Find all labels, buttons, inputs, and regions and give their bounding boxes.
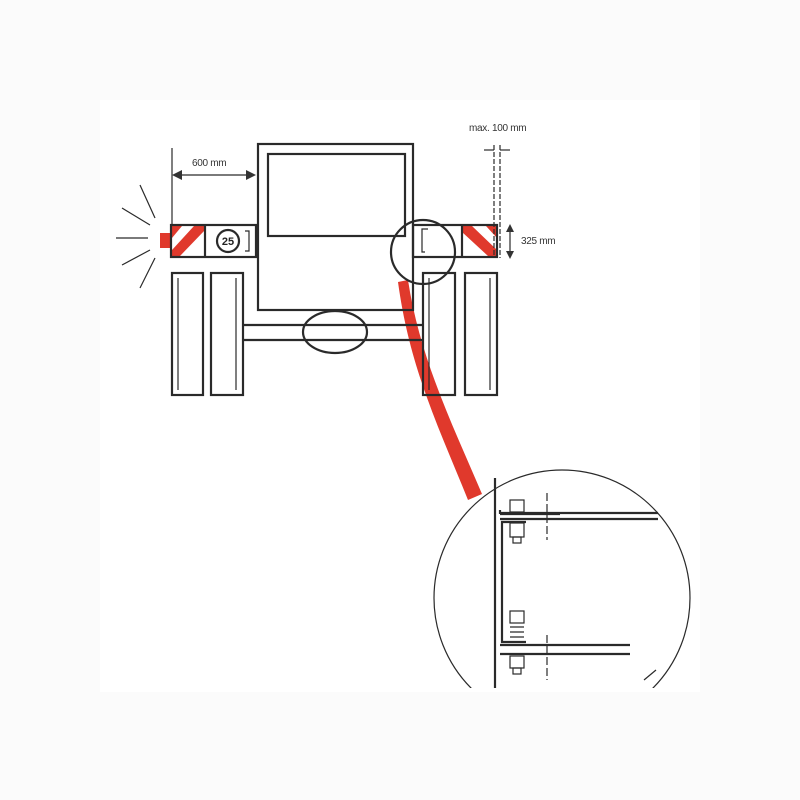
callout-band	[398, 280, 482, 500]
axle	[243, 309, 423, 355]
height-dimension: 325 mm	[506, 224, 556, 259]
wheels	[170, 271, 499, 397]
speed-sign-text: 25	[222, 236, 234, 248]
width-dimension: 600 mm	[171, 148, 256, 225]
left-warning-bar: 25	[169, 223, 258, 259]
protrusion-label: max. 100 mm	[469, 123, 526, 134]
width-dimension-label: 600 mm	[192, 158, 226, 169]
detail-view	[433, 469, 691, 688]
speed-sign	[215, 228, 241, 254]
protrusion-dimension: max. 100 mm	[469, 123, 527, 258]
height-label: 325 mm	[521, 236, 555, 247]
warning-light-icon	[116, 184, 172, 289]
